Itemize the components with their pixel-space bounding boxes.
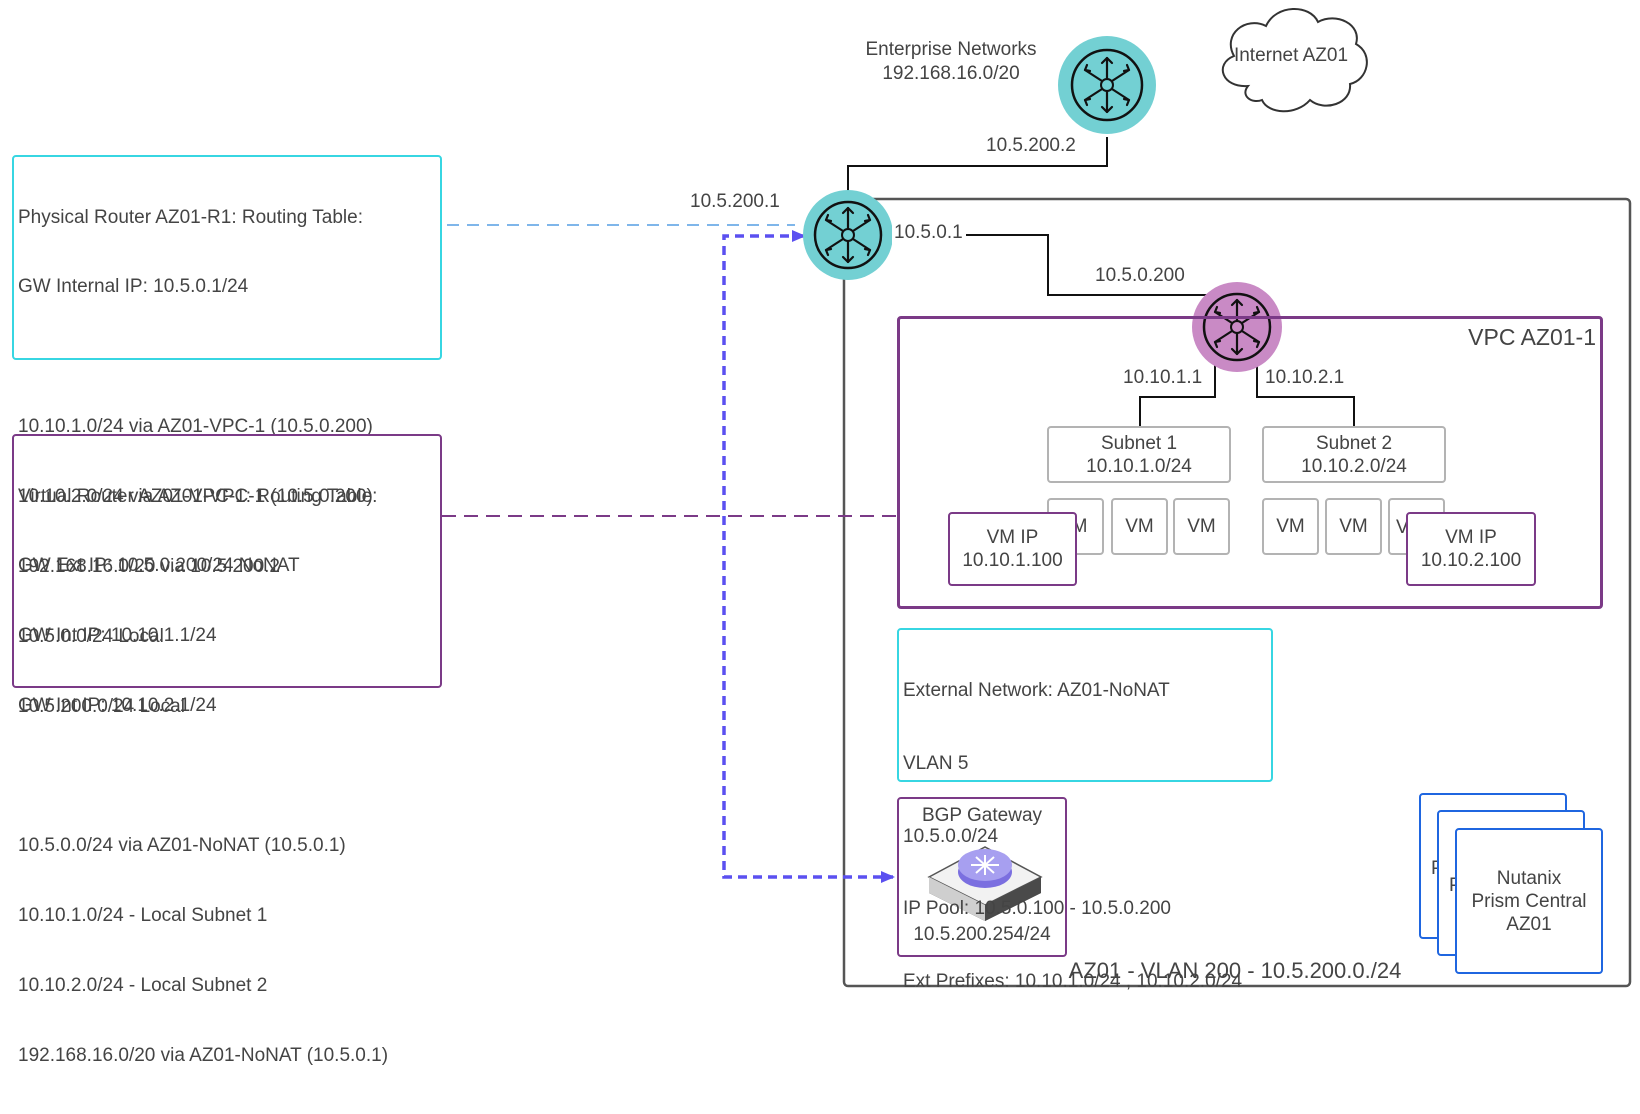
external-network-box: External Network: AZ01-NoNAT VLAN 5 10.5… xyxy=(897,628,1273,992)
bgp-ip: 10.5.200.254/24 xyxy=(913,924,1051,945)
vm-ip-title: VM IP xyxy=(1445,527,1497,548)
table-line: 10.10.1.0/24 via AZ01-VPC-1 (10.5.0.200) xyxy=(18,416,373,438)
table-line: GW Int IP: 10.10.1.1/24 xyxy=(18,625,217,647)
ext-line: External Network: AZ01-NoNAT xyxy=(903,680,1170,702)
subnet2-box: Subnet 2 10.10.2.0/24 xyxy=(1262,426,1446,483)
table-line: 10.5.0.0/24 Local xyxy=(18,625,164,647)
diagram-canvas xyxy=(442,8,1632,988)
bgp-gateway-icon xyxy=(927,846,1043,921)
enterprise-link xyxy=(847,137,1108,199)
table-line: GW Ext IP: 10.5.0.200/24 NoNAT xyxy=(18,555,300,577)
subnet2-name: Subnet 2 xyxy=(1315,432,1393,454)
vlan-label: AZ01 - VLAN 200 - 10.5.200.0./24 xyxy=(1068,958,1402,983)
table-line: Virtual Router AZ01-VPC-1: Routing Table… xyxy=(18,485,378,507)
subnet1-box: Subnet 1 10.10.1.0/24 xyxy=(1047,426,1231,483)
physical-table-lines: Physical Router AZ01-R1: Routing Table: … xyxy=(18,159,373,765)
vpc-external-ip: 10.5.0.200 xyxy=(1095,265,1185,286)
enterprise-name: Enterprise Networks xyxy=(865,39,1037,60)
vpc-uplink xyxy=(966,234,1217,296)
table-line: Physical Router AZ01-R1: Routing Table: xyxy=(18,206,363,228)
subnet1-cidr: 10.10.1.0/24 xyxy=(1086,455,1192,477)
enterprise-cidr: 192.168.16.0/20 xyxy=(882,63,1020,84)
table-line: 10.5.0.0/24 via AZ01-NoNAT (10.5.0.1) xyxy=(18,835,346,857)
vpc-router-icon xyxy=(1192,282,1282,372)
virtual-routing-table: Virtual Router AZ01-VPC-1: Routing Table… xyxy=(12,434,442,1066)
subnet2-link xyxy=(1256,356,1355,427)
vm-ip-title: VM IP xyxy=(986,527,1039,548)
table-line: ​ xyxy=(18,764,388,787)
vm-label: VM xyxy=(1339,516,1368,537)
ext-line: IP Pool: 10.5.0.100 - 10.5.0.200 xyxy=(903,898,1171,920)
bgp-arrow-bottom xyxy=(881,871,895,883)
vm-label: V xyxy=(1396,517,1409,538)
vm-ip-value: 10.10.1.100 xyxy=(962,550,1063,571)
physical-routing-table: Physical Router AZ01-R1: Routing Table: … xyxy=(12,155,442,717)
ext-line: Ext Prefixes: 10.10.1.0/24 , 10.10.2.0/2… xyxy=(903,970,1243,992)
bgp-gateway-box: BGP Gateway 10.5.200.254/24 xyxy=(897,797,1067,957)
table-line: 10.5.200.0/24 Local xyxy=(18,695,185,717)
vm-box: VM xyxy=(1262,498,1319,555)
ext-line: VLAN 5 xyxy=(903,753,969,775)
vlan-box xyxy=(842,197,1632,988)
physical-router-icon xyxy=(803,190,893,280)
vm-label: VM xyxy=(1276,516,1305,537)
vm-box: VM xyxy=(1325,498,1382,555)
subnet1-gateway-ip: 10.10.1.1 xyxy=(1123,367,1203,388)
vm-label: VM xyxy=(1125,516,1154,537)
vm-box: VM xyxy=(1111,498,1168,555)
prism-line2: Prism Central xyxy=(1471,890,1587,912)
table-line: GW Int IP: 10.10.2.1/24 xyxy=(18,695,217,717)
subnet2-gateway-ip: 10.10.2.1 xyxy=(1265,367,1345,388)
vm-ip-box-2: VM IP 10.10.2.100 xyxy=(1406,512,1536,586)
table-line: 10.10.2.0/24 via AZ01-VPC-1 (10.5.0.200) xyxy=(18,486,373,508)
table-line: 192.168.16.0/20 via AZ01-NoNAT (10.5.0.1… xyxy=(18,1044,389,1066)
bgp-arrow-top xyxy=(792,230,806,242)
table-line: 10.10.2.0/24 - Local Subnet 2 xyxy=(18,974,268,996)
table-line: ​ xyxy=(18,345,373,368)
subnet2-cidr: 10.10.2.0/24 xyxy=(1301,455,1407,477)
vm-box: VM xyxy=(1173,498,1230,555)
table-line: 10.10.1.0/24 - Local Subnet 1 xyxy=(18,904,268,926)
vm-ip-box-1: VM IP 10.10.1.100 xyxy=(948,512,1077,586)
virtual-table-lines: Virtual Router AZ01-VPC-1: Routing Table… xyxy=(18,438,388,1114)
bgp-title: BGP Gateway xyxy=(921,805,1043,826)
ext-line: 10.5.0.0/24 xyxy=(903,825,999,847)
external-network-lines: External Network: AZ01-NoNAT VLAN 5 10.5… xyxy=(903,631,1242,1042)
prism-line1: Nutanix xyxy=(1496,867,1562,889)
vm-label: VM xyxy=(1187,516,1216,537)
prism-line3: AZ01 xyxy=(1506,913,1552,935)
prism-central-card: Nutanix Prism Central AZ01 xyxy=(1455,828,1603,974)
table-line: GW Internal IP: 10.5.0.1/24 xyxy=(18,276,249,298)
vpc-label: VPC AZ01-1 xyxy=(1468,324,1596,350)
vpc-box: VPC AZ01-1 xyxy=(897,316,1603,609)
physical-internal-ip: 10.5.0.1 xyxy=(892,221,965,244)
internet-cloud-icon xyxy=(1221,8,1368,113)
bgp-peering-link xyxy=(722,234,893,879)
enterprise-link-ip: 10.5.200.2 xyxy=(986,135,1076,156)
subnet1-name: Subnet 1 xyxy=(1100,432,1178,454)
vm-ip-value: 10.10.2.100 xyxy=(1420,550,1522,571)
physical-router-ip: 10.5.200.1 xyxy=(690,191,780,212)
enterprise-router-icon xyxy=(1058,36,1156,134)
internet-label: Internet AZ01 xyxy=(1233,45,1349,66)
subnet1-link xyxy=(1139,356,1216,427)
table-line: 192.168.16.0/20 via 10.5.200.2 xyxy=(18,556,281,578)
